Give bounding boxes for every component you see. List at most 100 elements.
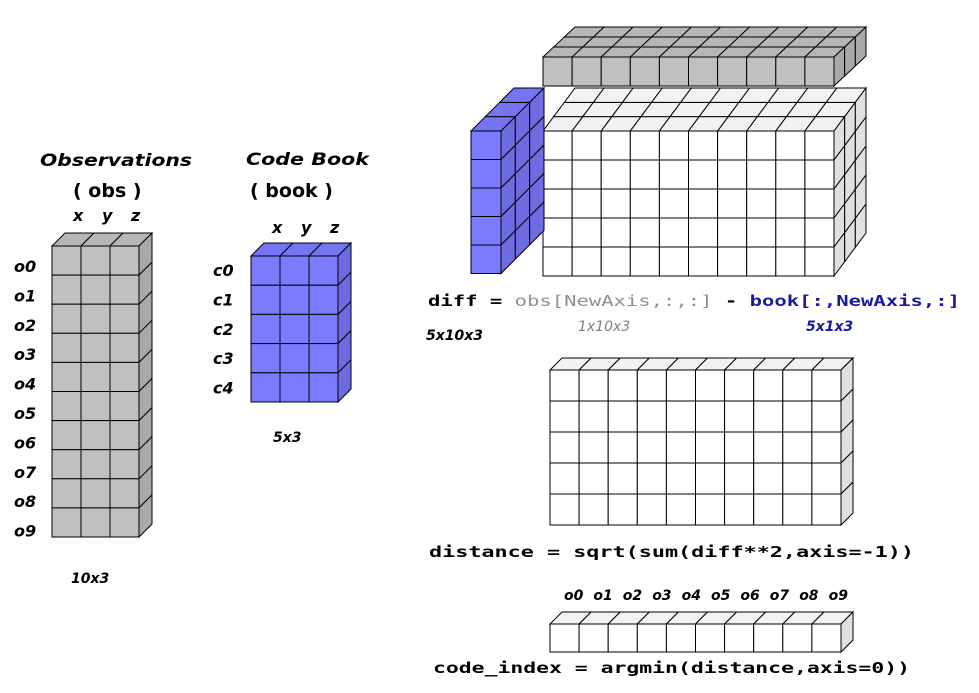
diff-cell <box>600 217 631 248</box>
diff-cell <box>542 188 573 219</box>
diff-cell <box>629 188 660 219</box>
diff-formula-obs: obs[NewAxis,:,:] <box>515 292 713 310</box>
obs-cell <box>80 420 111 451</box>
diff-obs-shape: 1x10x3 <box>578 319 630 335</box>
dist-cell <box>724 400 755 433</box>
obs-row-o3: o3 <box>14 345 36 364</box>
idx-label-o9: o9 <box>829 588 849 604</box>
diff-cell <box>717 130 748 161</box>
idx-label-o2: o2 <box>623 588 642 604</box>
diff-cell <box>688 246 719 277</box>
book-axis-x: x <box>271 218 283 237</box>
book-cell <box>308 284 339 315</box>
diff-cell <box>658 246 690 277</box>
diff-cell <box>571 159 602 190</box>
diff-cell <box>571 188 602 219</box>
dist-cell <box>782 431 813 464</box>
obs-cell <box>109 303 140 334</box>
diff-cell <box>542 159 573 190</box>
diff-book-cell <box>470 187 502 217</box>
book-cell <box>279 343 310 374</box>
dist-cell <box>636 400 667 433</box>
diff-cell <box>542 130 573 161</box>
book-row-c1: c1 <box>213 290 234 309</box>
diff-book-shape: 5x1x3 <box>806 319 853 335</box>
diff-formula-minus: - <box>713 292 750 310</box>
diff-obs-cell <box>717 56 748 87</box>
dist-cell <box>724 369 755 402</box>
diff-cell <box>804 188 835 219</box>
dist-cell <box>665 493 697 526</box>
obs-cell <box>109 449 140 480</box>
obs-row-o5: o5 <box>14 404 36 423</box>
idx-cell <box>753 623 784 653</box>
dist-cell <box>578 400 609 433</box>
obs-cell <box>80 361 111 392</box>
diff-cell <box>600 188 631 219</box>
obs-cell <box>80 507 111 538</box>
dist-cell <box>695 369 726 402</box>
diff-cell <box>804 217 835 248</box>
obs-side-cell <box>138 493 153 539</box>
diff-cell <box>542 246 573 277</box>
dist-cell <box>636 431 667 464</box>
diff-book-cell <box>470 159 502 189</box>
diff-cell <box>688 130 719 161</box>
diff-book-cell <box>470 130 502 160</box>
diff-cell <box>658 130 690 161</box>
obs-cell <box>80 478 111 509</box>
dist-cell <box>782 493 813 526</box>
book-row-c0: c0 <box>213 261 234 280</box>
diff-cell <box>688 188 719 219</box>
diff-cell <box>746 130 777 161</box>
observations-name: ( obs ) <box>73 180 142 202</box>
diff-obs-cell <box>571 56 602 87</box>
obs-row-o1: o1 <box>14 286 36 305</box>
diff-cell <box>600 130 631 161</box>
diff-obs-cell <box>804 56 835 87</box>
dist-side-cell <box>840 480 854 527</box>
book-axis-z: z <box>329 218 340 237</box>
diff-cell <box>600 246 631 277</box>
diff-cell <box>746 217 777 248</box>
idx-cell <box>549 623 580 653</box>
dist-cell <box>753 400 784 433</box>
dist-cell <box>607 431 638 464</box>
diff-shape: 5x10x3 <box>426 328 483 344</box>
obs-cell <box>51 303 82 334</box>
obs-cell <box>51 361 82 392</box>
distance-grid <box>548 356 855 527</box>
dist-cell <box>811 431 842 464</box>
diff-cell <box>629 130 660 161</box>
dist-cell <box>665 369 697 402</box>
book-axis-y: y <box>301 218 312 237</box>
observations-shape: 10x3 <box>71 571 109 587</box>
book-cell <box>308 372 339 403</box>
observations-title: Observations <box>40 151 192 171</box>
diff-formula-lhs: diff = <box>428 292 515 310</box>
dist-cell <box>607 400 638 433</box>
diff-cell <box>571 246 602 277</box>
diff-cell <box>629 159 660 190</box>
code-index-formula: code_index = argmin(distance,axis=0)) <box>433 659 910 677</box>
obs-cell <box>51 449 82 480</box>
diff-obs-cell <box>688 56 719 87</box>
dist-cell <box>695 400 726 433</box>
dist-cell <box>549 493 580 526</box>
idx-side-cell <box>840 610 854 654</box>
codebook-title: Code Book <box>246 150 371 170</box>
dist-cell <box>811 493 842 526</box>
book-cell <box>250 284 281 315</box>
diff-cell <box>746 188 777 219</box>
diff-cell <box>688 159 719 190</box>
diff-cell <box>775 217 806 248</box>
book-cell <box>308 343 339 374</box>
distance-formula: distance = sqrt(sum(diff**2,axis=-1)) <box>429 543 914 561</box>
diff-side-cell <box>854 202 867 249</box>
diff-cell <box>717 246 748 277</box>
idx-cell <box>607 623 638 653</box>
diff-obs-cell <box>542 56 573 87</box>
idx-label-o8: o8 <box>799 588 819 604</box>
